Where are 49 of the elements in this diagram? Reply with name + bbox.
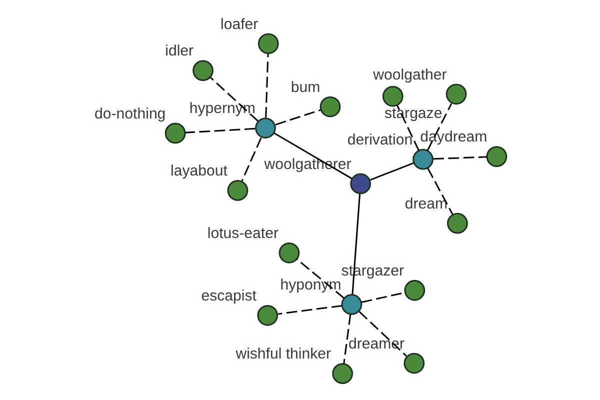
node-label: idler	[164, 42, 194, 60]
node-circle	[412, 148, 433, 170]
connector	[240, 137, 262, 182]
node-circle	[256, 304, 278, 326]
node-label: wishful thinker	[235, 346, 331, 363]
node-circle	[278, 242, 300, 264]
connector	[184, 128, 255, 134]
connector	[342, 314, 351, 364]
node-circle	[403, 352, 424, 374]
node-label: lotus-eater	[206, 225, 278, 242]
node-circle	[382, 86, 403, 107]
node-circle	[340, 294, 362, 315]
connector	[370, 162, 414, 181]
node-circle	[350, 173, 370, 194]
connector	[426, 168, 453, 214]
node-circle	[254, 118, 276, 138]
node-circle	[404, 280, 425, 301]
node-label: woolgather	[372, 66, 446, 84]
connector	[426, 103, 452, 151]
node-label: daydream	[420, 128, 487, 146]
node-label: do-nothing	[94, 105, 166, 122]
connector	[351, 194, 360, 294]
connector	[264, 54, 268, 118]
connector	[210, 77, 258, 122]
connector	[432, 156, 487, 160]
node-circle	[192, 60, 213, 81]
node-circle	[164, 122, 186, 144]
node-circle	[445, 84, 466, 105]
node-label: hyponym	[280, 276, 341, 294]
node-label: hypernym	[188, 100, 255, 118]
node-circle	[332, 363, 353, 384]
connector	[358, 311, 406, 357]
node-circle	[319, 96, 340, 118]
connector	[296, 258, 344, 299]
node-label: stargaze	[384, 105, 442, 122]
node-label: bum	[290, 78, 320, 96]
connector	[278, 304, 342, 315]
node-label: dreamer	[348, 335, 404, 352]
node-circle	[446, 212, 468, 234]
node-label: derivation	[346, 131, 412, 148]
node-circle	[257, 33, 278, 54]
node-circle	[226, 180, 248, 201]
node-label: layabout	[170, 162, 227, 180]
connector	[274, 109, 320, 126]
node-label: dream	[404, 196, 448, 212]
node-circle	[486, 146, 507, 167]
node-label: escapist	[200, 288, 256, 305]
node-label: loafer	[220, 16, 258, 33]
connector	[396, 105, 420, 151]
